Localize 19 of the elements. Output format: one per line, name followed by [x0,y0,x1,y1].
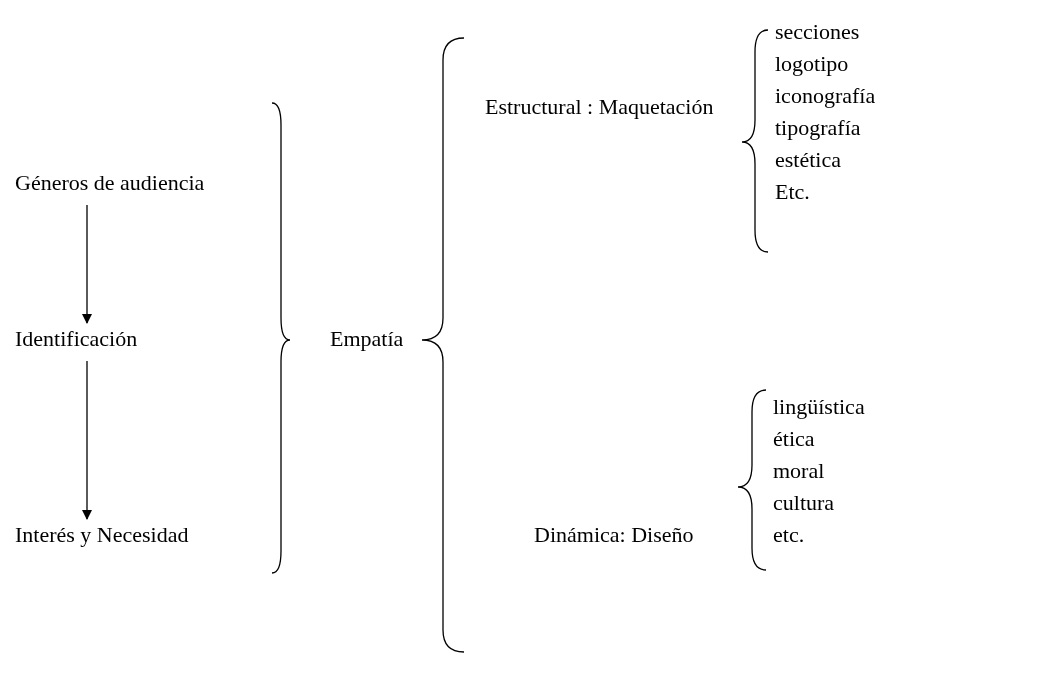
node-label: Estructural : Maquetación [485,93,714,121]
arrow [82,204,92,324]
node-label: Dinámica: Diseño [534,521,694,549]
node-label: Interés y Necesidad [15,521,189,549]
list-item: cultura [773,489,835,517]
arrow [82,360,92,520]
list-item: secciones [775,18,860,46]
list-item: tipografía [775,114,861,142]
node-label: Géneros de audiencia [15,169,205,197]
list-item: etc. [773,521,805,549]
list-item: lingüística [773,393,865,421]
node-label: Identificación [15,325,138,353]
list-item: estética [775,146,841,174]
node-label: Empatía [330,325,404,353]
list-item: ética [773,425,815,453]
list-item: Etc. [775,178,810,206]
list-item: logotipo [775,50,849,78]
list-item: moral [773,457,825,485]
list-item: iconografía [775,82,876,110]
